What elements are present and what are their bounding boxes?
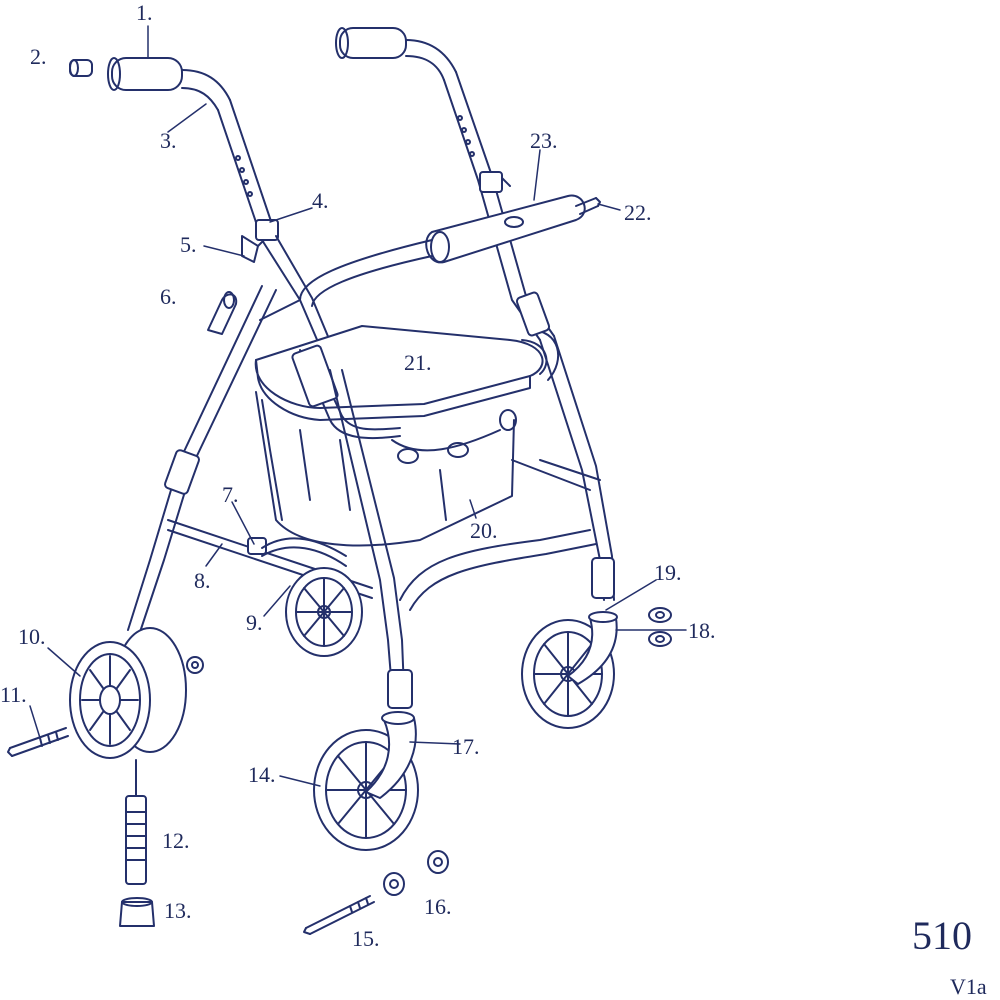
part-label-2: 2. bbox=[30, 44, 47, 69]
left-upright-tube bbox=[217, 99, 277, 241]
glide-leg-post bbox=[125, 759, 147, 885]
part-label-22: 22. bbox=[624, 200, 652, 225]
fold-brace bbox=[261, 537, 347, 567]
part-label-12: 12. bbox=[162, 828, 190, 853]
axle-nut bbox=[186, 656, 204, 674]
leader-lines bbox=[29, 25, 687, 787]
right-handgrip bbox=[335, 27, 457, 81]
part-label-21: 21. bbox=[404, 350, 432, 375]
part-label-3: 3. bbox=[160, 128, 177, 153]
front-frame bbox=[329, 369, 597, 709]
storage-basket bbox=[255, 391, 517, 547]
part-label-13: 13. bbox=[164, 898, 192, 923]
part-label-9: 9. bbox=[246, 610, 263, 635]
part-label-1: 1. bbox=[136, 0, 153, 25]
part-label-10: 10. bbox=[18, 624, 46, 649]
part-label-23: 23. bbox=[530, 128, 558, 153]
part-label-4: 4. bbox=[312, 188, 329, 213]
part-label-11: 11. bbox=[0, 682, 27, 707]
part-label-14: 14. bbox=[248, 762, 276, 787]
left-handgrip bbox=[107, 57, 231, 111]
backrest-pad bbox=[425, 194, 586, 264]
axle-bolt-left bbox=[7, 727, 69, 757]
height-clamp bbox=[255, 219, 279, 241]
front-caster-fork bbox=[365, 711, 417, 799]
caster-axle-bolt bbox=[303, 895, 375, 935]
backrest-tube bbox=[299, 239, 433, 307]
washer-pair bbox=[648, 607, 672, 647]
end-cap bbox=[69, 59, 93, 77]
brake-lever bbox=[207, 291, 238, 335]
part-label-20: 20. bbox=[470, 518, 498, 543]
front-left-wheel bbox=[69, 627, 187, 759]
part-label-19: 19. bbox=[654, 560, 682, 585]
bearing-pair bbox=[383, 850, 449, 896]
part-label-7: 7. bbox=[222, 482, 239, 507]
part-label-8: 8. bbox=[194, 568, 211, 593]
rear-caster-fork bbox=[567, 611, 618, 685]
locking-knob bbox=[241, 235, 265, 263]
part-label-16: 16. bbox=[424, 894, 452, 919]
part-label-15: 15. bbox=[352, 926, 380, 951]
model-number: 510 bbox=[912, 913, 972, 958]
revision-code: V1a bbox=[950, 974, 987, 999]
right-frame bbox=[511, 335, 615, 601]
rubber-tip bbox=[119, 897, 155, 927]
part-label-18: 18. bbox=[688, 618, 716, 643]
rear-left-wheel bbox=[285, 567, 363, 657]
part-label-5: 5. bbox=[180, 232, 197, 257]
part-label-17: 17. bbox=[452, 734, 480, 759]
part-label-6: 6. bbox=[160, 284, 177, 309]
